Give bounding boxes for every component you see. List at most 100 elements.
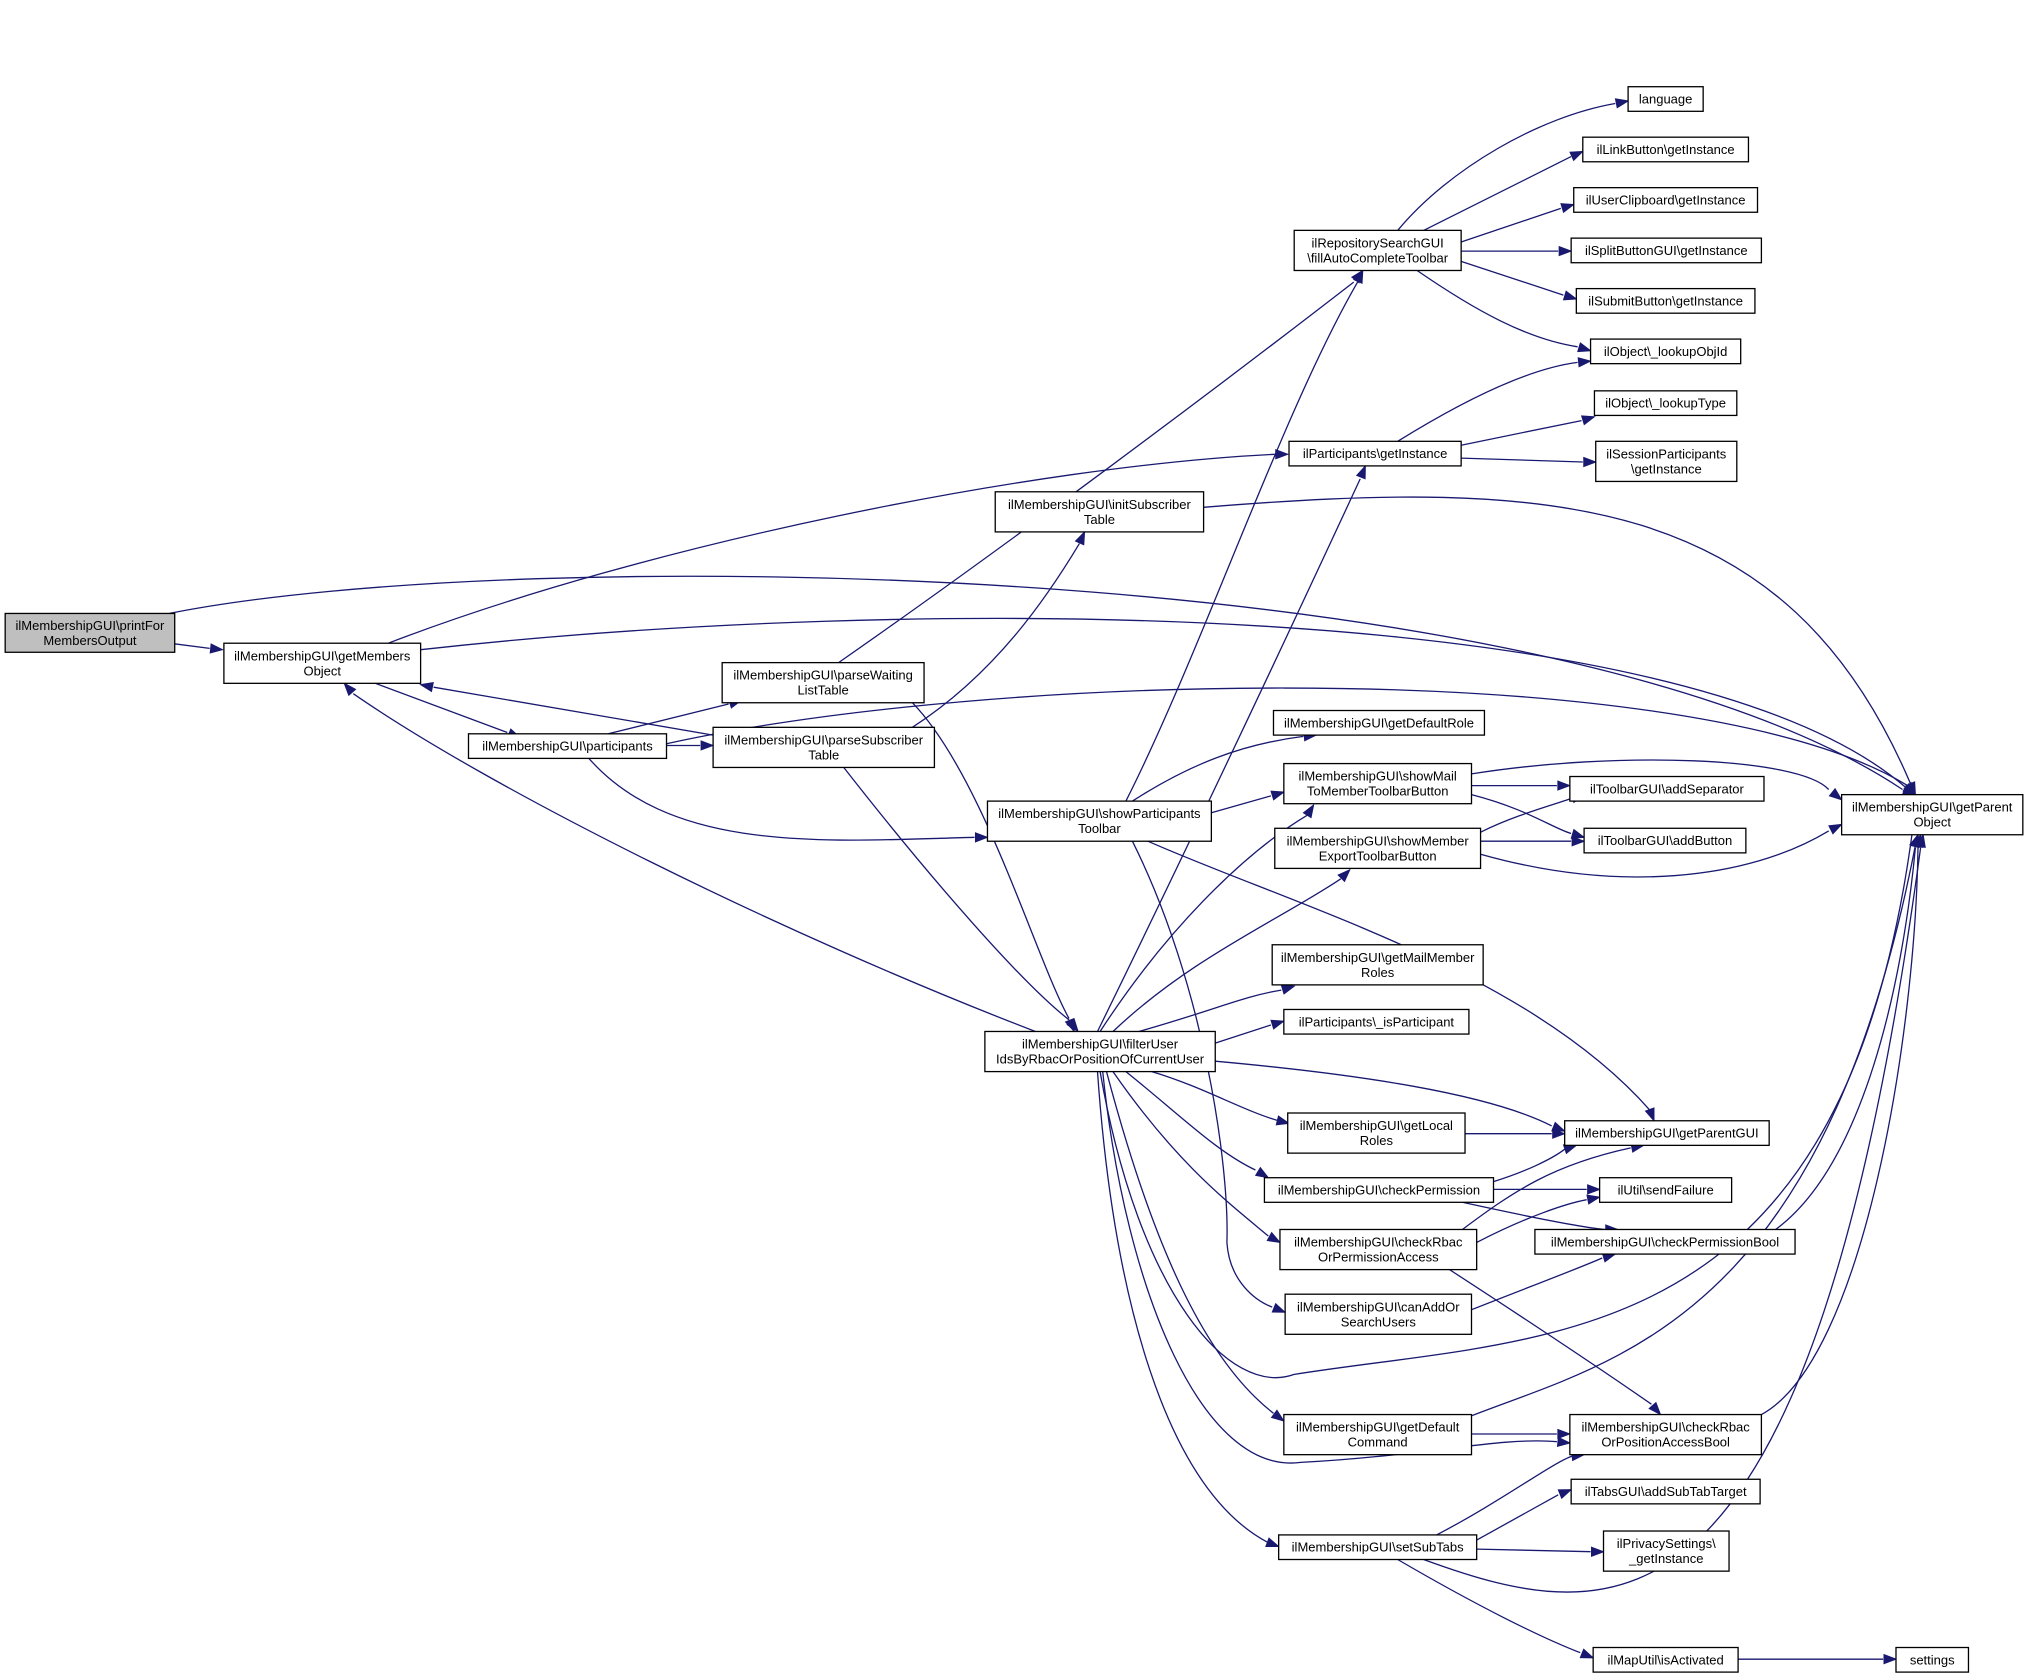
node-box xyxy=(1595,440,1738,483)
arrowhead xyxy=(1570,828,1586,839)
call-edge-parseSubscriber-to-getMembersObject xyxy=(419,681,714,736)
node-setSubTabs[interactable]: ilMembershipGUI\setSubTabs xyxy=(1278,1534,1478,1561)
node-userClipboard[interactable]: ilUserClipboard\getInstance xyxy=(1573,187,1759,213)
node-box xyxy=(1627,86,1704,112)
node-checkPermission[interactable]: ilMembershipGUI\checkPermission xyxy=(1263,1177,1495,1203)
arrowhead xyxy=(1587,1184,1602,1195)
node-box xyxy=(1278,1534,1478,1561)
node-label: ilTabsGUI\addSubTabTarget xyxy=(1585,1484,1747,1499)
node-sessionParticipants[interactable]: ilSessionParticipants\getInstance xyxy=(1595,440,1738,483)
arrowhead xyxy=(1271,1302,1287,1313)
node-box xyxy=(1573,187,1759,213)
call-edge-canAdd-to-checkPermissionBool xyxy=(1471,1252,1617,1311)
call-edge-fillAuto-to-userClipboard xyxy=(1460,203,1576,243)
arrowhead xyxy=(700,740,715,751)
node-language[interactable]: language xyxy=(1627,86,1704,112)
node-box xyxy=(712,726,936,769)
node-addButton[interactable]: ilToolbarGUI\addButton xyxy=(1583,827,1747,854)
node-getParentGUI[interactable]: ilMembershipGUI\getParentGUI xyxy=(1564,1120,1770,1147)
node-partGetInstance[interactable]: ilParticipants\getInstance xyxy=(1288,440,1462,467)
node-addSeparator[interactable]: ilToolbarGUI\addSeparator xyxy=(1569,775,1765,802)
node-lookupType[interactable]: ilObject\_lookupType xyxy=(1593,390,1738,417)
node-label: ilMembershipGUI\getMailMember xyxy=(1281,950,1475,965)
call-edge-filterUser-to-checkRbacAccess xyxy=(1112,1071,1282,1244)
call-edge-filterUser-to-checkRbacBool xyxy=(1102,1071,1572,1464)
node-box xyxy=(1287,1112,1466,1154)
arrowhead xyxy=(1552,1128,1567,1139)
node-privacySettings[interactable]: ilPrivacySettings\_getInstance xyxy=(1602,1530,1730,1572)
arrowhead xyxy=(1614,98,1630,109)
node-box xyxy=(1840,793,2024,836)
node-box xyxy=(1283,762,1473,805)
node-checkRbacAccess[interactable]: ilMembershipGUI\checkRbacOrPermissionAcc… xyxy=(1279,1228,1478,1271)
call-edge-getMembersObject-to-partGetInstance xyxy=(388,449,1290,644)
node-checkPermissionBool[interactable]: ilMembershipGUI\checkPermissionBool xyxy=(1534,1228,1796,1255)
node-label: ilToolbarGUI\addSeparator xyxy=(1590,781,1745,796)
arrowhead xyxy=(1644,1107,1655,1123)
call-edge-showParticipantsToolbar-to-showMail xyxy=(1211,790,1286,814)
node-label: ilMembershipGUI\checkRbac xyxy=(1294,1235,1463,1250)
arrowhead xyxy=(1352,269,1364,285)
call-edge-parseWaiting-to-fillAuto xyxy=(838,269,1364,664)
node-isParticipant[interactable]: ilParticipants\_isParticipant xyxy=(1283,1008,1470,1035)
arrowhead xyxy=(1905,781,1916,796)
arrowhead xyxy=(1302,803,1315,819)
node-label: ilMembershipGUI\getDefault xyxy=(1296,1420,1460,1435)
call-edge-checkRbacAccess-to-sendFailure xyxy=(1476,1194,1602,1243)
call-edge-filterUser-to-setSubTabs xyxy=(1096,1071,1280,1548)
call-edge-showMemberExport-to-getParentObject xyxy=(1480,823,1843,878)
node-label: MembersOutput xyxy=(43,633,137,648)
node-showMail[interactable]: ilMembershipGUI\showMailToMemberToolbarB… xyxy=(1283,762,1473,805)
node-participants[interactable]: ilMembershipGUI\participants xyxy=(467,733,668,760)
arrowhead xyxy=(1579,1648,1595,1659)
node-linkButton[interactable]: ilLinkButton\getInstance xyxy=(1582,136,1750,163)
call-edge-setSubTabs-to-mapUtil xyxy=(1397,1558,1595,1659)
node-lookupObjId[interactable]: ilObject\_lookupObjId xyxy=(1589,338,1742,365)
node-submitButton[interactable]: ilSubmitButton\getInstance xyxy=(1575,287,1756,314)
node-box xyxy=(1272,709,1486,736)
node-box xyxy=(1593,390,1738,417)
arrowhead xyxy=(1355,464,1366,480)
node-sendFailure[interactable]: ilUtil\sendFailure xyxy=(1598,1177,1733,1203)
call-edge-showMemberExport-to-addSeparator xyxy=(1480,793,1586,833)
node-addSubTabTarget[interactable]: ilTabsGUI\addSubTabTarget xyxy=(1570,1478,1761,1505)
arrowhead xyxy=(1266,1231,1282,1244)
node-label: ilMembershipGUI\printFor xyxy=(16,618,165,633)
call-edge-getMembersObject-to-getParentObject xyxy=(420,617,1917,796)
node-label: ilMembershipGUI\getDefaultRole xyxy=(1284,715,1474,730)
node-label: ilToolbarGUI\addButton xyxy=(1598,833,1732,848)
node-filterUser[interactable]: ilMembershipGUI\filterUserIdsByRbacOrPos… xyxy=(984,1030,1216,1073)
call-edge-partGetInstance-to-lookupType xyxy=(1460,415,1596,446)
node-mapUtil[interactable]: ilMapUtil\isActivated xyxy=(1592,1646,1739,1673)
node-settings[interactable]: settings xyxy=(1895,1646,1970,1673)
node-label: ilMembershipGUI\checkPermission xyxy=(1278,1183,1480,1198)
node-splitButton[interactable]: ilSplitButtonGUI\getInstance xyxy=(1570,237,1763,264)
arrowhead xyxy=(1254,1166,1270,1179)
node-checkRbacBool[interactable]: ilMembershipGUI\checkRbacOrPositionAcces… xyxy=(1569,1413,1763,1456)
arrowhead xyxy=(1583,456,1598,468)
node-showMemberExport[interactable]: ilMembershipGUI\showMemberExportToolbarB… xyxy=(1274,827,1482,870)
node-getDefaultRole[interactable]: ilMembershipGUI\getDefaultRole xyxy=(1272,709,1486,736)
node-label: ilMembershipGUI\parseWaiting xyxy=(733,668,912,683)
call-graph-edges xyxy=(169,98,1926,1665)
node-box xyxy=(1284,1293,1473,1335)
node-fillAuto[interactable]: ilRepositorySearchGUI\fillAutoCompleteTo… xyxy=(1293,229,1462,272)
node-box xyxy=(1569,1413,1763,1456)
arrowhead xyxy=(343,682,357,697)
arrowhead xyxy=(1270,1409,1285,1422)
node-box xyxy=(1283,1413,1473,1456)
arrowhead xyxy=(1577,357,1592,368)
node-label: ilLinkButton\getInstance xyxy=(1597,142,1735,157)
